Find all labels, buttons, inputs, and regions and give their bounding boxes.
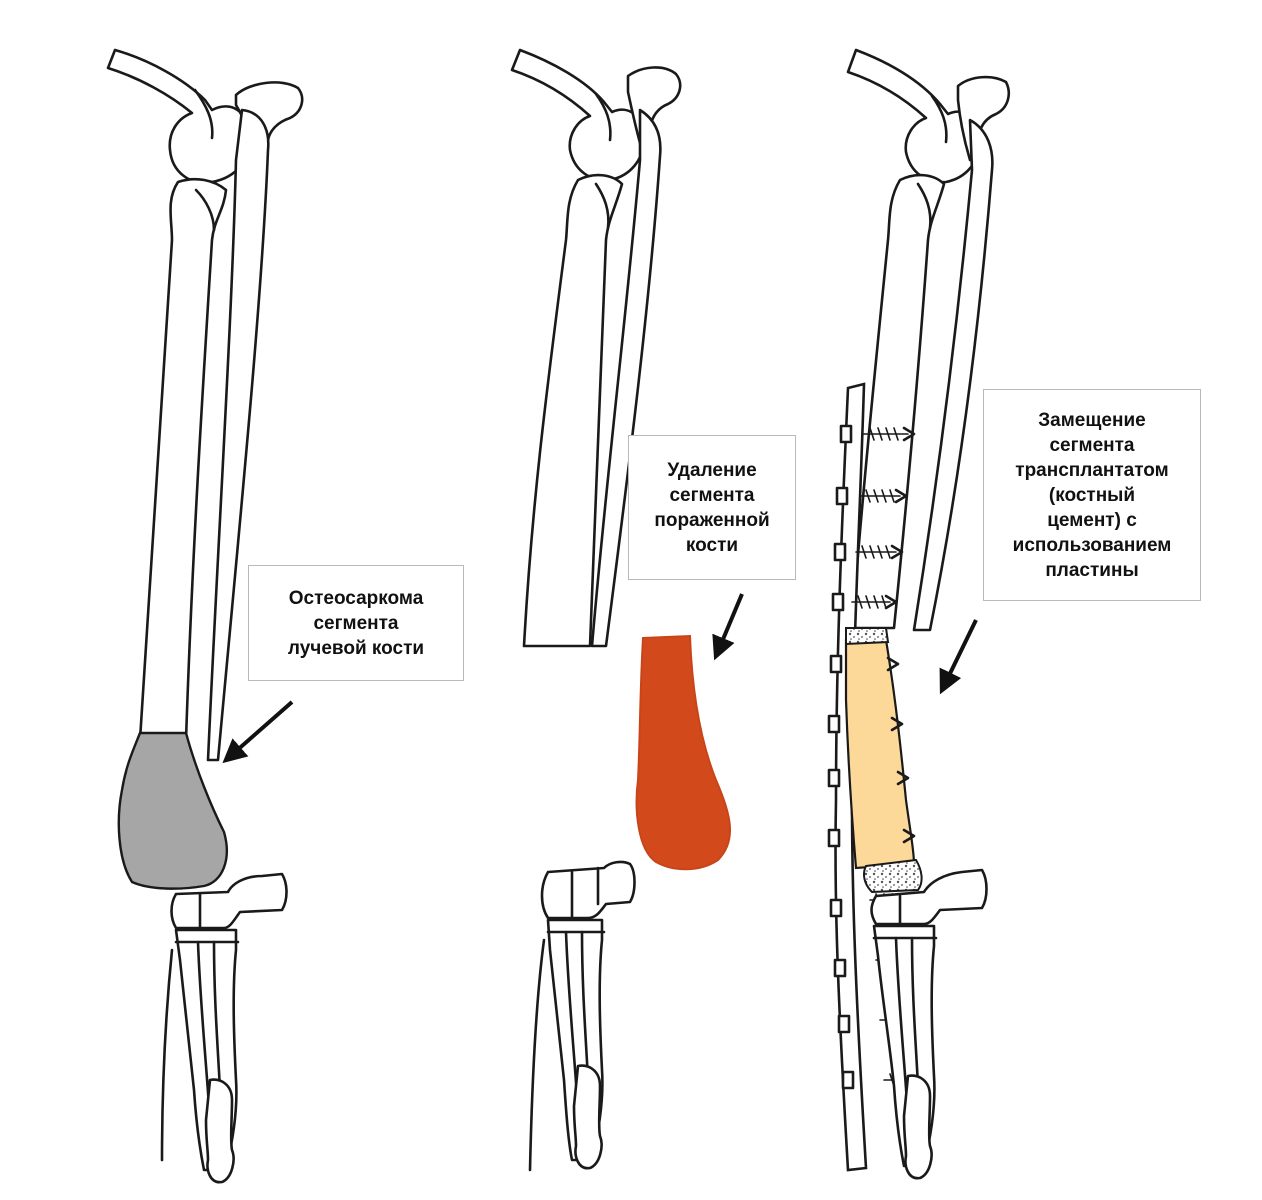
panel-osteosarcoma [106,48,304,1184]
label-osteosarcoma: Остеосаркома сегмента лучевой кости [248,565,464,681]
panel-replacement [827,48,1010,1180]
digit-bones [902,1074,933,1180]
radius-upper-bone [522,173,624,648]
ulna-bone [912,118,994,632]
ulna-upper-bone [590,108,662,648]
tumor-segment [117,731,228,890]
panel-removal [510,48,731,1172]
digit-bones [204,1078,235,1184]
carpal-bones [540,860,636,920]
removed-segment [635,634,731,871]
humerus-bone [510,48,646,182]
ulna-bone [206,108,270,762]
label-osteosarcoma-text: Остеосаркома сегмента лучевой кости [287,587,425,659]
cement-upper [845,627,890,646]
graft-segment [844,638,916,870]
label-replacement-text: Замещение сегмента трансплантатом (костн… [1012,409,1172,581]
cement-lower [863,858,923,894]
humerus-bone [106,48,252,184]
arrow-icon [712,593,744,661]
arrow-icon [222,700,294,764]
plate-tabs [827,424,855,1090]
arrow-icon [939,619,978,695]
label-replacement: Замещение сегмента трансплантатом (костн… [983,389,1201,601]
digit-bones [572,1064,603,1170]
label-removal: Удаление сегмента пораженной кости [628,435,796,580]
radius-bone [138,177,228,742]
label-removal-text: Удаление сегмента пораженной кости [654,459,770,556]
radius-upper-bone [850,173,946,630]
